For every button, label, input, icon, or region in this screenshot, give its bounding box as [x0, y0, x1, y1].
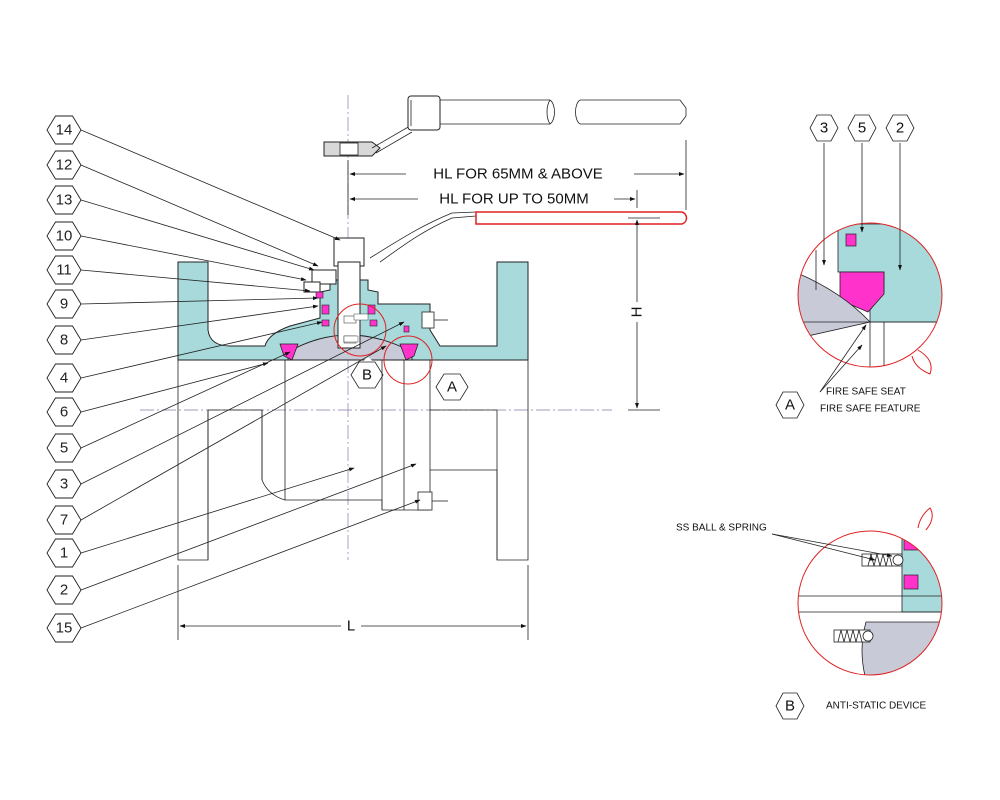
- balloon-8: 8: [46, 304, 319, 355]
- hl-small-label: HL FOR UP TO 50MM: [439, 191, 588, 208]
- detail-a-view: [797, 143, 943, 393]
- leader-line: [80, 351, 291, 449]
- balloon-15: 15: [46, 499, 421, 643]
- leader-line: [80, 296, 319, 305]
- balloon-1: 1: [46, 467, 355, 568]
- ss-ball-spring-note: SS BALL & SPRING: [676, 523, 767, 534]
- balloon-11: 11: [46, 255, 311, 293]
- balloon-12: 12: [46, 150, 319, 267]
- balloon-number: 6: [60, 404, 68, 421]
- seat-right: [399, 343, 419, 361]
- leader-line: [80, 345, 387, 521]
- handle-sleeve: [475, 211, 688, 225]
- leader-line: [80, 321, 323, 379]
- leader-line: [80, 304, 319, 341]
- detail-a-seat: [839, 271, 885, 313]
- stem: [333, 237, 365, 267]
- balloon-number: 4: [60, 370, 68, 387]
- leader-line: [80, 499, 421, 629]
- hl-dimensions: HL FOR 65MM & ABOVE HL FOR UP TO 50MM: [347, 140, 687, 215]
- tag-detail-a: A: [435, 373, 469, 401]
- balloon-number: 13: [56, 192, 73, 209]
- balloon-hexagon: [46, 538, 82, 568]
- balloon-6: 6: [46, 362, 269, 427]
- balloon-14: 14: [46, 115, 341, 241]
- svg-text:A: A: [447, 379, 457, 396]
- balloon-2: 2: [46, 463, 417, 605]
- leader-line: [80, 463, 417, 591]
- leader-line: [80, 467, 355, 554]
- balloon-hexagon: [46, 221, 82, 251]
- balloon-number: 3: [60, 476, 68, 493]
- balloon-number: 8: [60, 332, 68, 349]
- hl-large-label: HL FOR 65MM & ABOVE: [433, 166, 603, 183]
- balloon-hexagon: [46, 505, 82, 535]
- balloon-13: 13: [46, 185, 315, 271]
- balloon-hexagon: [46, 325, 82, 355]
- detail-b-tag: B: [785, 698, 795, 715]
- leader-line: [80, 164, 319, 267]
- balloon-hexagon: [46, 150, 82, 180]
- balloon-number: 10: [56, 228, 73, 245]
- balloon-hexagon: [46, 575, 82, 605]
- leader-line: [80, 129, 341, 241]
- detail-a-marker-circle: [383, 335, 433, 385]
- svg-text:2: 2: [896, 120, 904, 137]
- fire-safe-seat-note: FIRE SAFE SEAT: [826, 387, 906, 398]
- h-label: H: [629, 307, 646, 318]
- balloon-number: 1: [60, 545, 68, 562]
- detail-b-view: [771, 507, 943, 676]
- detail-a-caption: A FIRE SAFE SEAT FIRE SAFE FEATURE: [775, 387, 921, 419]
- h-dimension: H: [627, 217, 660, 411]
- balloon-hexagon: [46, 397, 82, 427]
- balloon-number: 2: [60, 582, 68, 599]
- balloon-5: 5: [46, 351, 291, 463]
- detail-b-caption: SS BALL & SPRING B ANTI-STATIC DEVICE: [676, 523, 927, 720]
- leader-line: [80, 235, 307, 281]
- svg-text:3: 3: [820, 120, 828, 137]
- balloon-3: 3: [46, 321, 405, 499]
- balloon-number: 5: [60, 440, 68, 457]
- svg-text:5: 5: [858, 120, 866, 137]
- anti-static-device-note: ANTI-STATIC DEVICE: [826, 701, 927, 712]
- svg-text:B: B: [362, 367, 372, 384]
- leader-line: [80, 362, 269, 413]
- balloon-number: 12: [56, 157, 73, 174]
- balloon-hexagon: [46, 469, 82, 499]
- balloon-hexagon: [46, 613, 82, 643]
- balloon-hexagon: [46, 363, 82, 393]
- balloon-number: 11: [56, 262, 72, 279]
- balloon-hexagon: [46, 185, 82, 215]
- balloon-hexagon: [46, 255, 82, 285]
- balloon-number: 15: [56, 620, 73, 637]
- balloon-number: 14: [56, 122, 73, 139]
- tag-detail-b: B: [350, 357, 384, 389]
- leader-line: [80, 321, 405, 485]
- balloon-hexagon: [46, 433, 82, 463]
- detail-a-tag: A: [785, 397, 795, 414]
- detail-a-balloons: 3 5 2: [809, 114, 915, 142]
- balloon-hexagon: [46, 115, 82, 145]
- leader-line: [80, 269, 311, 293]
- balloon-9: 9: [46, 289, 319, 319]
- balloon-7: 7: [46, 345, 387, 535]
- l-dimension: L: [177, 565, 529, 640]
- l-label: L: [347, 618, 355, 635]
- balloon-hexagon: [46, 289, 82, 319]
- valve-body: [177, 237, 529, 561]
- detail-b-marker-circle: [333, 303, 387, 357]
- handle-assembly: [323, 95, 688, 263]
- leader-line: [80, 199, 315, 271]
- balloon-number: 9: [60, 296, 68, 313]
- balloon-4: 4: [46, 321, 323, 393]
- balloon-10: 10: [46, 221, 307, 281]
- balloon-number: 7: [60, 512, 68, 529]
- fire-safe-feature-note: FIRE SAFE FEATURE: [820, 404, 921, 415]
